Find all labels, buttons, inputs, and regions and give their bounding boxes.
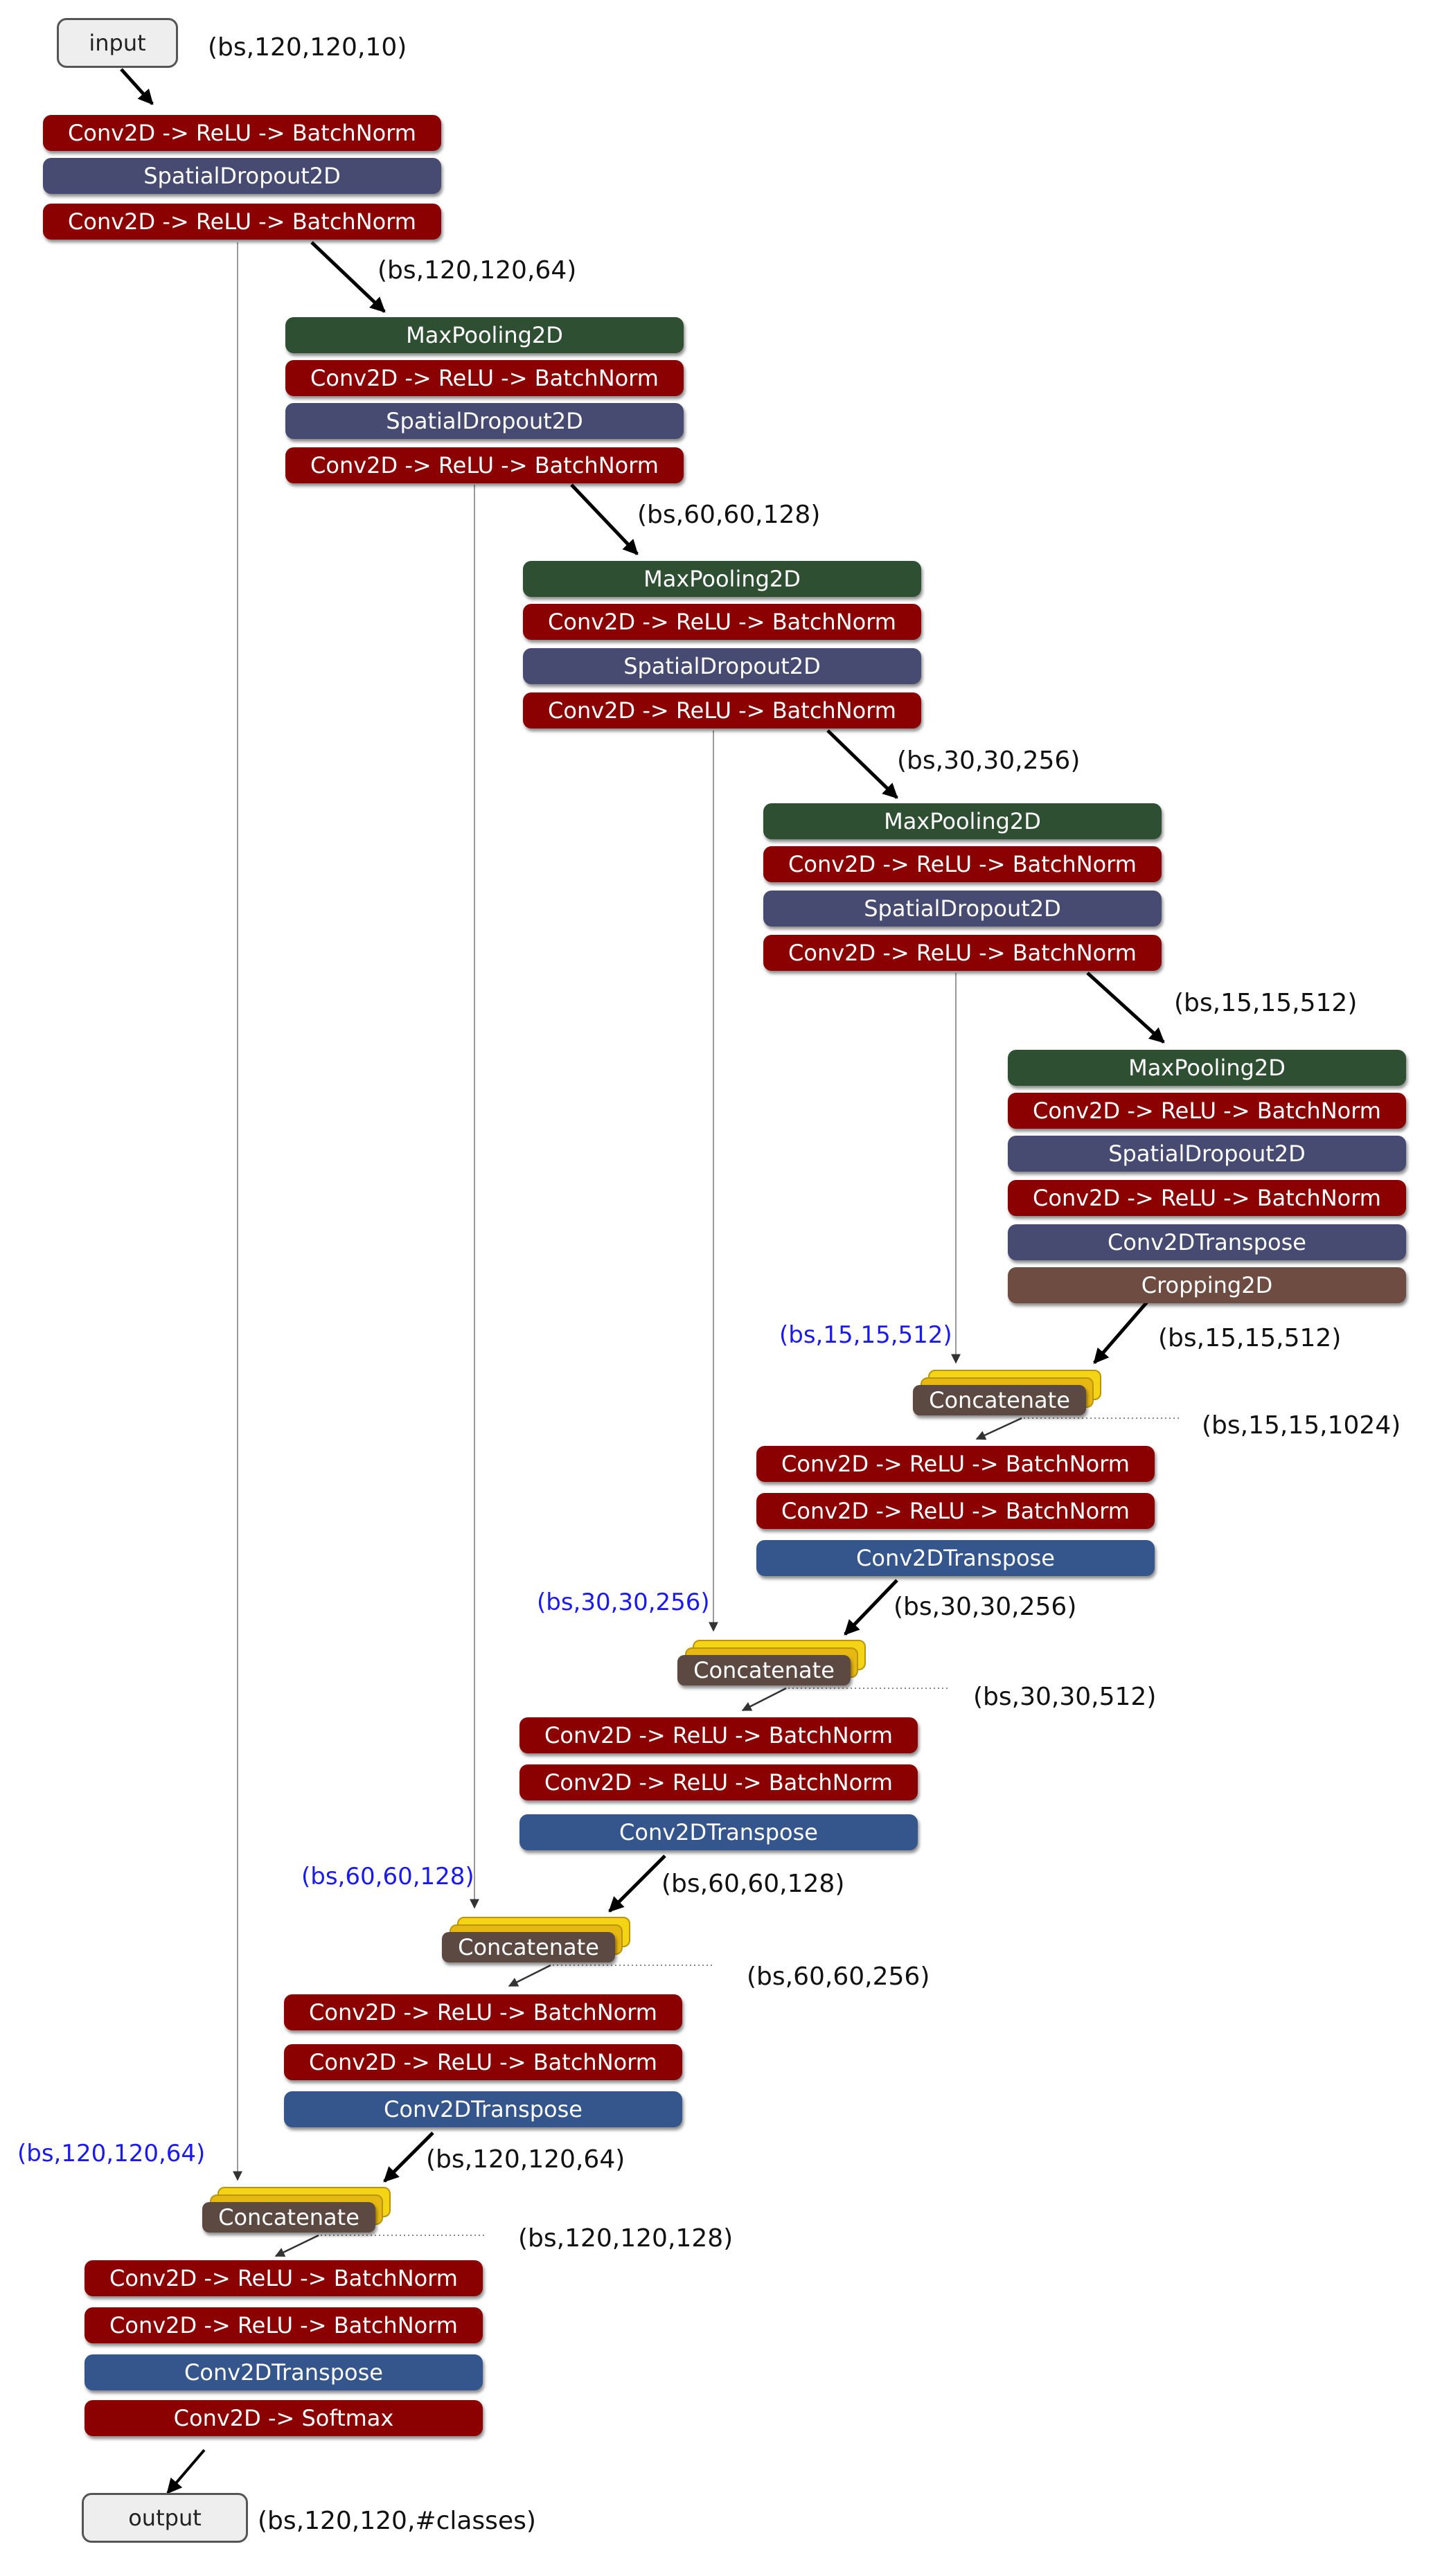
arrow-cat3-dec3	[741, 1687, 787, 1712]
dec2-conv-b: Conv2D -> ReLU -> BatchNorm	[284, 2044, 682, 2080]
enc4-shape-label: (bs,15,15,512)	[1174, 989, 1358, 1017]
output-node: output	[82, 2493, 248, 2543]
bottleneck-pool: MaxPooling2D	[1008, 1050, 1406, 1086]
enc2-conv-a: Conv2D -> ReLU -> BatchNorm	[285, 360, 684, 396]
up1-shape-label: (bs,120,120,64)	[426, 2145, 625, 2174]
skip3-shape-label: (bs,30,30,256)	[537, 1589, 710, 1616]
enc4-pool: MaxPooling2D	[763, 803, 1162, 839]
arrow-cat4-dec4	[975, 1417, 1022, 1440]
concat2: Concatenate	[442, 1917, 632, 1962]
concat1: Concatenate	[202, 2187, 393, 2233]
enc3-conv-b: Conv2D -> ReLU -> BatchNorm	[523, 692, 921, 728]
arrow-enc3-enc4	[826, 729, 898, 799]
dec2-transpose: Conv2DTranspose	[284, 2091, 682, 2127]
bottleneck-dropout: SpatialDropout2D	[1008, 1136, 1406, 1172]
dec3-transpose: Conv2DTranspose	[519, 1814, 918, 1850]
cat1-shape-label: (bs,120,120,128)	[518, 2224, 734, 2253]
arrow-up2-cat2	[608, 1854, 666, 1913]
concat2-label: Concatenate	[442, 1932, 615, 1962]
dec1-conv-b: Conv2D -> ReLU -> BatchNorm	[85, 2307, 483, 2343]
output-shape-label: (bs,120,120,#classes)	[258, 2507, 536, 2535]
concat3-label: Concatenate	[677, 1655, 851, 1685]
enc3-shape-label: (bs,30,30,256)	[897, 746, 1081, 775]
dec4-conv-a: Conv2D -> ReLU -> BatchNorm	[756, 1446, 1155, 1482]
bottleneck-conv-b: Conv2D -> ReLU -> BatchNorm	[1008, 1180, 1406, 1216]
arrow-up3-cat3	[844, 1579, 898, 1636]
concat4: Concatenate	[913, 1370, 1103, 1415]
dec4-transpose: Conv2DTranspose	[756, 1540, 1155, 1576]
enc1-conv-a: Conv2D -> ReLU -> BatchNorm	[43, 115, 441, 151]
arrow-cat1-dec1	[274, 2234, 319, 2257]
cat2-shape-label: (bs,60,60,256)	[747, 1962, 930, 1991]
dec1-conv-a: Conv2D -> ReLU -> BatchNorm	[85, 2260, 483, 2296]
enc4-dropout: SpatialDropout2D	[763, 891, 1162, 927]
enc2-pool: MaxPooling2D	[285, 317, 684, 353]
enc1-dropout: SpatialDropout2D	[43, 158, 441, 194]
up3-shape-label: (bs,30,30,256)	[894, 1593, 1077, 1621]
crop-shape-label: (bs,15,15,512)	[1158, 1324, 1342, 1352]
enc2-shape-label: (bs,60,60,128)	[637, 501, 821, 529]
arrow-enc1-enc2	[310, 241, 386, 313]
cat4-shape-label: (bs,15,15,1024)	[1202, 1411, 1401, 1440]
arrow-enc4-bottleneck	[1086, 972, 1165, 1044]
bottleneck-cropping: Cropping2D	[1008, 1267, 1406, 1303]
bottleneck-conv-a: Conv2D -> ReLU -> BatchNorm	[1008, 1093, 1406, 1129]
concat1-label: Concatenate	[202, 2202, 375, 2233]
input-node: input	[57, 18, 178, 68]
skip2-shape-label: (bs,60,60,128)	[301, 1863, 474, 1890]
enc4-conv-b: Conv2D -> ReLU -> BatchNorm	[763, 935, 1162, 971]
enc3-conv-a: Conv2D -> ReLU -> BatchNorm	[523, 604, 921, 640]
arrow-crop-cat4	[1093, 1294, 1155, 1364]
enc2-conv-b: Conv2D -> ReLU -> BatchNorm	[285, 447, 684, 483]
dec3-conv-b: Conv2D -> ReLU -> BatchNorm	[519, 1764, 918, 1800]
arrow-input-enc1	[120, 68, 154, 105]
skip1-shape-label: (bs,120,120,64)	[17, 2140, 206, 2167]
skip4-shape-label: (bs,15,15,512)	[779, 1321, 952, 1349]
arrow-dec1-output	[166, 2449, 206, 2494]
arrow-up1-cat1	[383, 2131, 434, 2183]
concat4-label: Concatenate	[913, 1385, 1086, 1415]
enc1-conv-b: Conv2D -> ReLU -> BatchNorm	[43, 204, 441, 240]
cat3-shape-label: (bs,30,30,512)	[973, 1683, 1157, 1711]
enc3-dropout: SpatialDropout2D	[523, 648, 921, 684]
up2-shape-label: (bs,60,60,128)	[661, 1870, 845, 1898]
bottleneck-transpose: Conv2DTranspose	[1008, 1224, 1406, 1260]
dec3-conv-a: Conv2D -> ReLU -> BatchNorm	[519, 1717, 918, 1753]
arrow-cat2-dec2	[508, 1964, 551, 1987]
enc2-dropout: SpatialDropout2D	[285, 403, 684, 439]
dec1-softmax: Conv2D -> Softmax	[85, 2400, 483, 2436]
dec4-conv-b: Conv2D -> ReLU -> BatchNorm	[756, 1493, 1155, 1529]
arrow-enc2-enc3	[570, 483, 639, 555]
enc1-shape-label: (bs,120,120,64)	[377, 256, 577, 285]
input-shape-label: (bs,120,120,10)	[208, 33, 407, 62]
dec1-transpose: Conv2DTranspose	[85, 2354, 483, 2390]
concat3: Concatenate	[677, 1640, 868, 1685]
enc3-pool: MaxPooling2D	[523, 561, 921, 597]
enc4-conv-a: Conv2D -> ReLU -> BatchNorm	[763, 846, 1162, 882]
dec2-conv-a: Conv2D -> ReLU -> BatchNorm	[284, 1994, 682, 2030]
